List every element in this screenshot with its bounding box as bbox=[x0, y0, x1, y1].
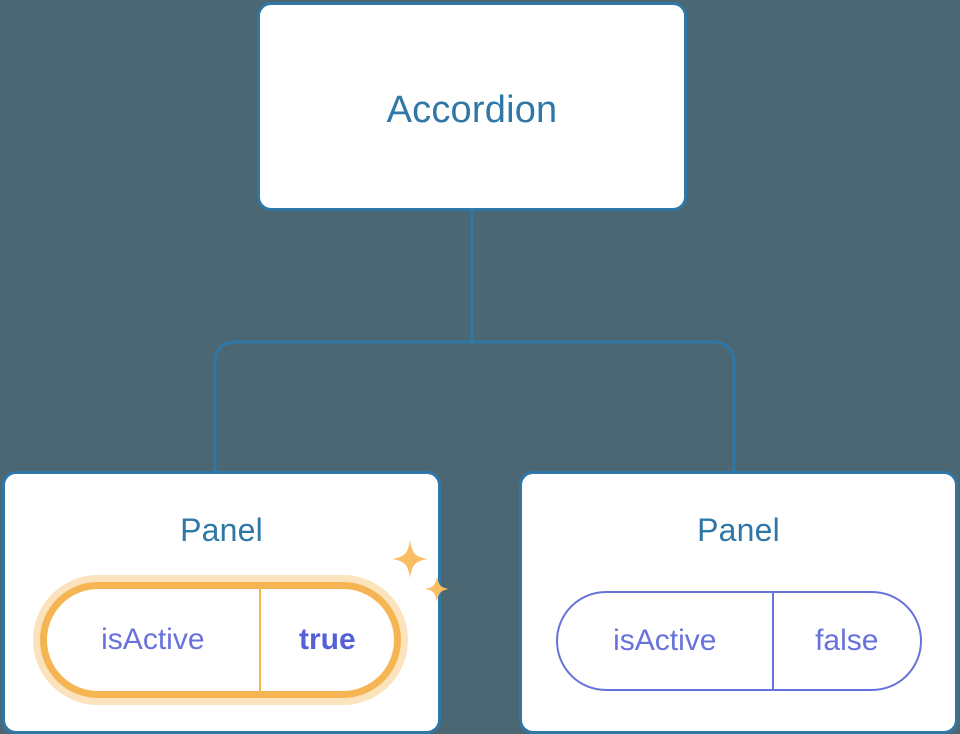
prop-pill-isactive-false[interactable]: isActive false bbox=[556, 591, 922, 691]
prop-value: true bbox=[258, 589, 394, 691]
prop-key: isActive bbox=[101, 623, 205, 656]
prop-key: isActive bbox=[613, 624, 717, 657]
connector-branch-right bbox=[472, 340, 736, 473]
node-panel-1-title: Panel bbox=[180, 512, 263, 548]
prop-pill-body[interactable]: isActive false bbox=[556, 591, 922, 691]
prop-value: false bbox=[771, 593, 920, 689]
node-panel-2-title: Panel bbox=[697, 512, 780, 548]
node-accordion-title: Accordion bbox=[386, 89, 558, 131]
prop-pill-body[interactable]: isActive true bbox=[40, 582, 401, 698]
connector-branch-left bbox=[213, 340, 472, 473]
prop-pill-highlight-glow: isActive true bbox=[33, 575, 408, 705]
node-accordion[interactable]: Accordion bbox=[257, 2, 687, 211]
prop-pill-isactive-true[interactable]: isActive true bbox=[33, 575, 408, 705]
